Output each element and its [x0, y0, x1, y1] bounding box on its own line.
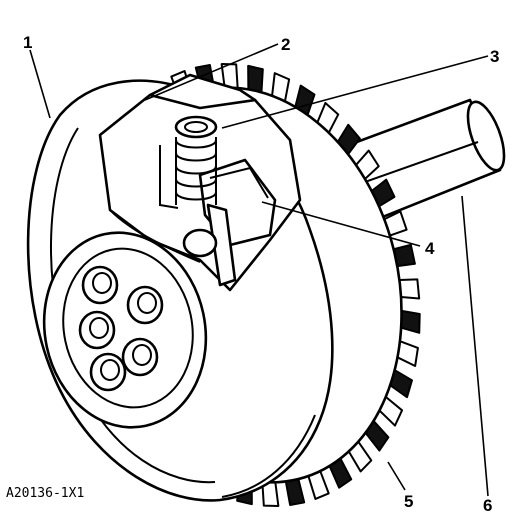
flyweight [182, 158, 277, 287]
gear-tooth [398, 278, 421, 300]
spring [174, 115, 218, 205]
hub-pins [78, 265, 164, 392]
drive-pin-face [132, 344, 152, 366]
callout-4: 4 [425, 239, 435, 258]
drive-pin-face [92, 272, 112, 294]
spring-retainer [148, 73, 257, 209]
gear-tooth [284, 478, 306, 506]
drive-pin-face [89, 317, 109, 339]
drive-pin-face [137, 292, 157, 314]
figure-reference-code: A20136-1X1 [6, 486, 84, 501]
callout-3: 3 [490, 47, 499, 66]
callout-6: 6 [483, 496, 492, 515]
leader-lines [29, 43, 489, 497]
callout-5: 5 [404, 492, 413, 511]
gear-tooth [400, 309, 421, 334]
callout-2: 2 [281, 35, 290, 54]
drive-pin-face [100, 359, 120, 381]
gear-tooth [247, 64, 264, 94]
callout-1: 1 [23, 33, 32, 52]
